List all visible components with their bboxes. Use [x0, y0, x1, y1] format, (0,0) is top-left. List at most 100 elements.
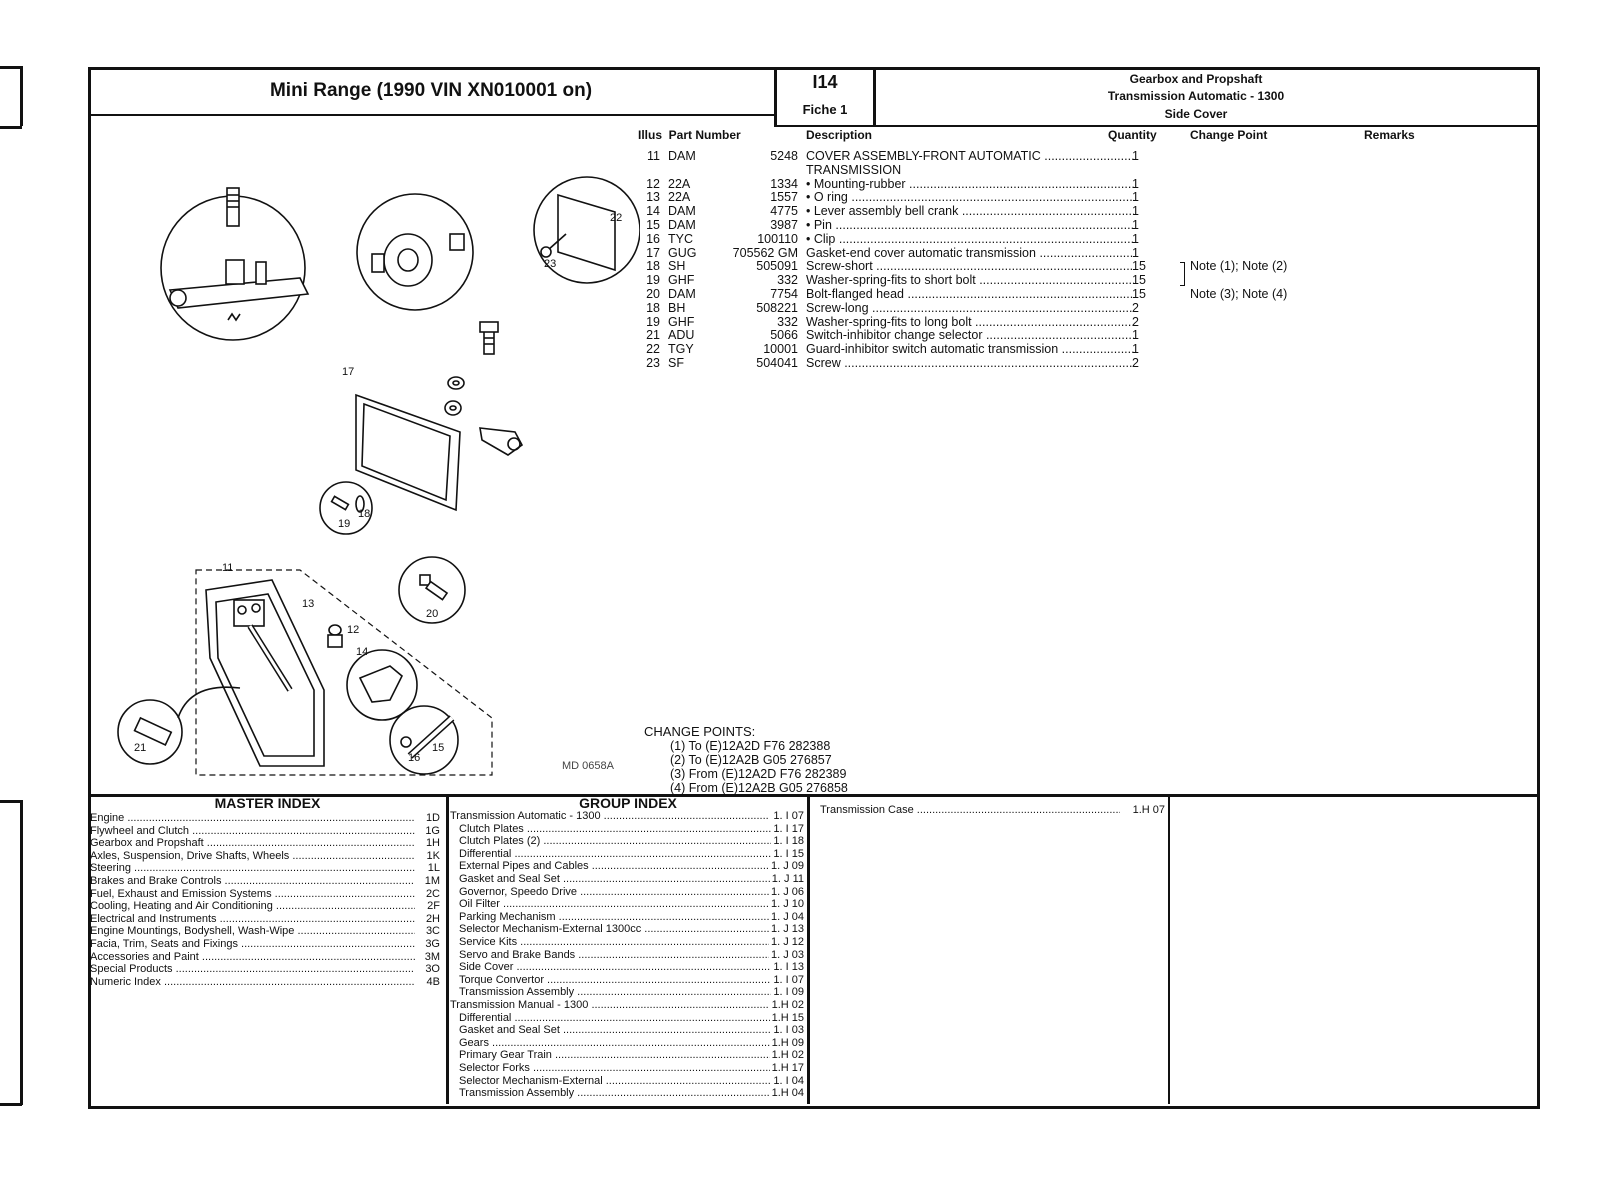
master-index-item-code: 1D	[423, 812, 440, 825]
col-description: Description	[806, 128, 873, 142]
master-index-item[interactable]: Numeric Index4B	[90, 975, 440, 989]
diagram-label-16: 16	[408, 752, 421, 764]
group-index-item-label: Transmission Assembly	[450, 986, 777, 999]
parts-prefix: GHF	[668, 273, 695, 288]
index-vline-2	[807, 794, 810, 1104]
master-index-item[interactable]: Fuel, Exhaust and Emission Systems 2C	[90, 887, 440, 901]
extra-index-item-code: 1.H 07	[1130, 804, 1165, 817]
master-index-item[interactable]: Engine 1D	[90, 812, 440, 825]
master-index-item[interactable]: Special Products3O	[90, 963, 440, 976]
exploded-diagram	[117, 176, 640, 776]
master-index-item[interactable]: Facia, Trim, Seats and Fixings3G	[90, 938, 440, 951]
group-index-item-label: Servo and Brake Bands	[450, 949, 777, 962]
group-index-item[interactable]: Service Kits1. J 12	[450, 936, 804, 949]
master-index-item[interactable]: Engine Mountings, Bodyshell, Wash-Wipe3C	[90, 925, 440, 939]
group-index-item[interactable]: Selector Mechanism-External 1300cc1. J 1…	[450, 923, 804, 937]
group-index-item-code: 1.H 02	[769, 999, 804, 1012]
group-index-item[interactable]: Clutch Plates1. I 17	[450, 822, 804, 836]
parts-description: Bolt-flanged head	[806, 287, 1134, 301]
parts-illus: 23	[646, 356, 660, 370]
group-index-item[interactable]: Transmission Assembly1.H 04	[450, 1087, 804, 1100]
parts-qty: 1	[1132, 342, 1139, 357]
extra-index-item[interactable]: Transmission Case1.H 07	[820, 804, 1165, 817]
parts-qty: 1	[1132, 149, 1139, 163]
group-index-item-label: Governor, Speedo Drive	[450, 886, 777, 899]
group-index-item[interactable]: Transmission Assembly1. I 09	[450, 986, 804, 1000]
parts-qty: 1	[1132, 190, 1139, 205]
parts-qty: 2	[1132, 356, 1139, 370]
group-index-item[interactable]: Differential1.H 15	[450, 1011, 804, 1025]
group-index-item[interactable]: Clutch Plates (2)1. I 18	[450, 835, 804, 848]
master-index-item[interactable]: Axles, Suspension, Drive Shafts, Wheels1…	[90, 849, 440, 863]
group-index-item[interactable]: Oil Filter1. J 10	[450, 898, 804, 911]
group-index-item-code: 1. J 12	[768, 936, 804, 949]
group-index-item-label: Transmission Automatic - 1300	[450, 810, 768, 823]
parts-qty: 1	[1132, 245, 1139, 260]
group-index-item[interactable]: Selector Forks1.H 17	[450, 1062, 804, 1075]
group-index-item[interactable]: Transmission Manual - 13001.H 02	[450, 999, 804, 1012]
parts-description: Screw	[806, 356, 1134, 370]
group-index-item[interactable]: Transmission Automatic - 13001. I 07	[450, 810, 804, 823]
group-index-item-label: Gasket and Seal Set	[450, 1024, 777, 1037]
change-point-4: (4) From (E)12A2B G05 276858	[670, 781, 848, 795]
group-index-item-code: 1. I 13	[771, 961, 804, 974]
parts-prefix: DAM	[668, 204, 696, 219]
master-index-item-code: 3O	[423, 963, 440, 976]
master-index-item-label: Engine	[90, 812, 415, 825]
group-index-item-label: Selector Mechanism-External 1300cc	[450, 923, 777, 936]
group-index-title: GROUP INDEX	[579, 795, 677, 811]
master-index-item[interactable]: Electrical and Instruments2H	[90, 912, 440, 926]
page-title: Mini Range (1990 VIN XN010001 on)	[269, 80, 593, 101]
group-index-item[interactable]: Side Cover1. I 13	[450, 961, 804, 974]
master-index-item[interactable]: Flywheel and Clutch1G	[90, 824, 440, 838]
parts-number: 5248	[770, 149, 798, 163]
master-index-item[interactable]: Cooling, Heating and Air Conditioning2F	[90, 900, 440, 913]
col-quantity: Quantity	[1108, 128, 1157, 142]
binder-mark-top	[0, 66, 22, 69]
parts-illus: 18	[646, 300, 660, 315]
group-index-item[interactable]: Primary Gear Train1.H 02	[450, 1049, 804, 1063]
diagram-label-22: 22	[610, 212, 623, 224]
group-index-item-code: 1. I 18	[771, 835, 804, 848]
parts-description: Gasket-end cover automatic transmission	[806, 246, 1134, 260]
master-index-item-code: 2C	[423, 887, 440, 901]
master-index-item-label: Fuel, Exhaust and Emission Systems	[90, 888, 415, 901]
group-index-item[interactable]: Parking Mechanism1. J 04	[450, 910, 804, 924]
master-index-item[interactable]: Steering1L	[90, 862, 440, 876]
group-index-item-code: 1.H 09	[769, 1036, 804, 1050]
group-index-item[interactable]: Servo and Brake Bands1. J 03	[450, 948, 804, 962]
master-index-item-label: Facia, Trim, Seats and Fixings	[90, 938, 415, 951]
group-index-item-code: 1. I 07	[771, 810, 804, 823]
group-index-item-label: Side Cover	[450, 961, 777, 974]
page-frame	[88, 67, 1540, 1109]
group-index-item-code: 1. J 03	[768, 948, 804, 962]
col-remarks: Remarks	[1364, 128, 1415, 142]
group-index-item[interactable]: Gears1.H 09	[450, 1036, 804, 1050]
parts-description: • Pin	[806, 218, 1134, 232]
diagram-label-17: 17	[342, 366, 355, 378]
group-index-item-label: Service Kits	[450, 936, 777, 949]
master-index-item-label: Cooling, Heating and Air Conditioning	[90, 900, 415, 913]
master-index-item[interactable]: Gearbox and Propshaft1H	[90, 837, 440, 850]
master-index-item-label: Steering	[90, 862, 415, 875]
master-index-item-code: 3M	[422, 950, 440, 964]
master-index-item[interactable]: Accessories and Paint3M	[90, 950, 440, 964]
parts-qty: 1	[1132, 231, 1139, 246]
group-index-item[interactable]: Torque Convertor1. I 07	[450, 973, 804, 987]
group-index-item[interactable]: Differential1. I 15	[450, 847, 804, 861]
parts-illus: 14	[646, 204, 660, 219]
master-index-item-code: 1G	[423, 824, 440, 838]
group-index-item[interactable]: External Pipes and Cables1. J 09	[450, 860, 804, 874]
master-index-item[interactable]: Brakes and Brake Controls1M	[90, 875, 440, 888]
group-index-item[interactable]: Gasket and Seal Set1. J 11	[450, 873, 804, 886]
master-index-item-code: 1K	[424, 849, 440, 863]
group-index-item[interactable]: Gasket and Seal Set1. I 03	[450, 1024, 804, 1037]
group-index-item[interactable]: Governor, Speedo Drive1. J 06	[450, 885, 804, 899]
